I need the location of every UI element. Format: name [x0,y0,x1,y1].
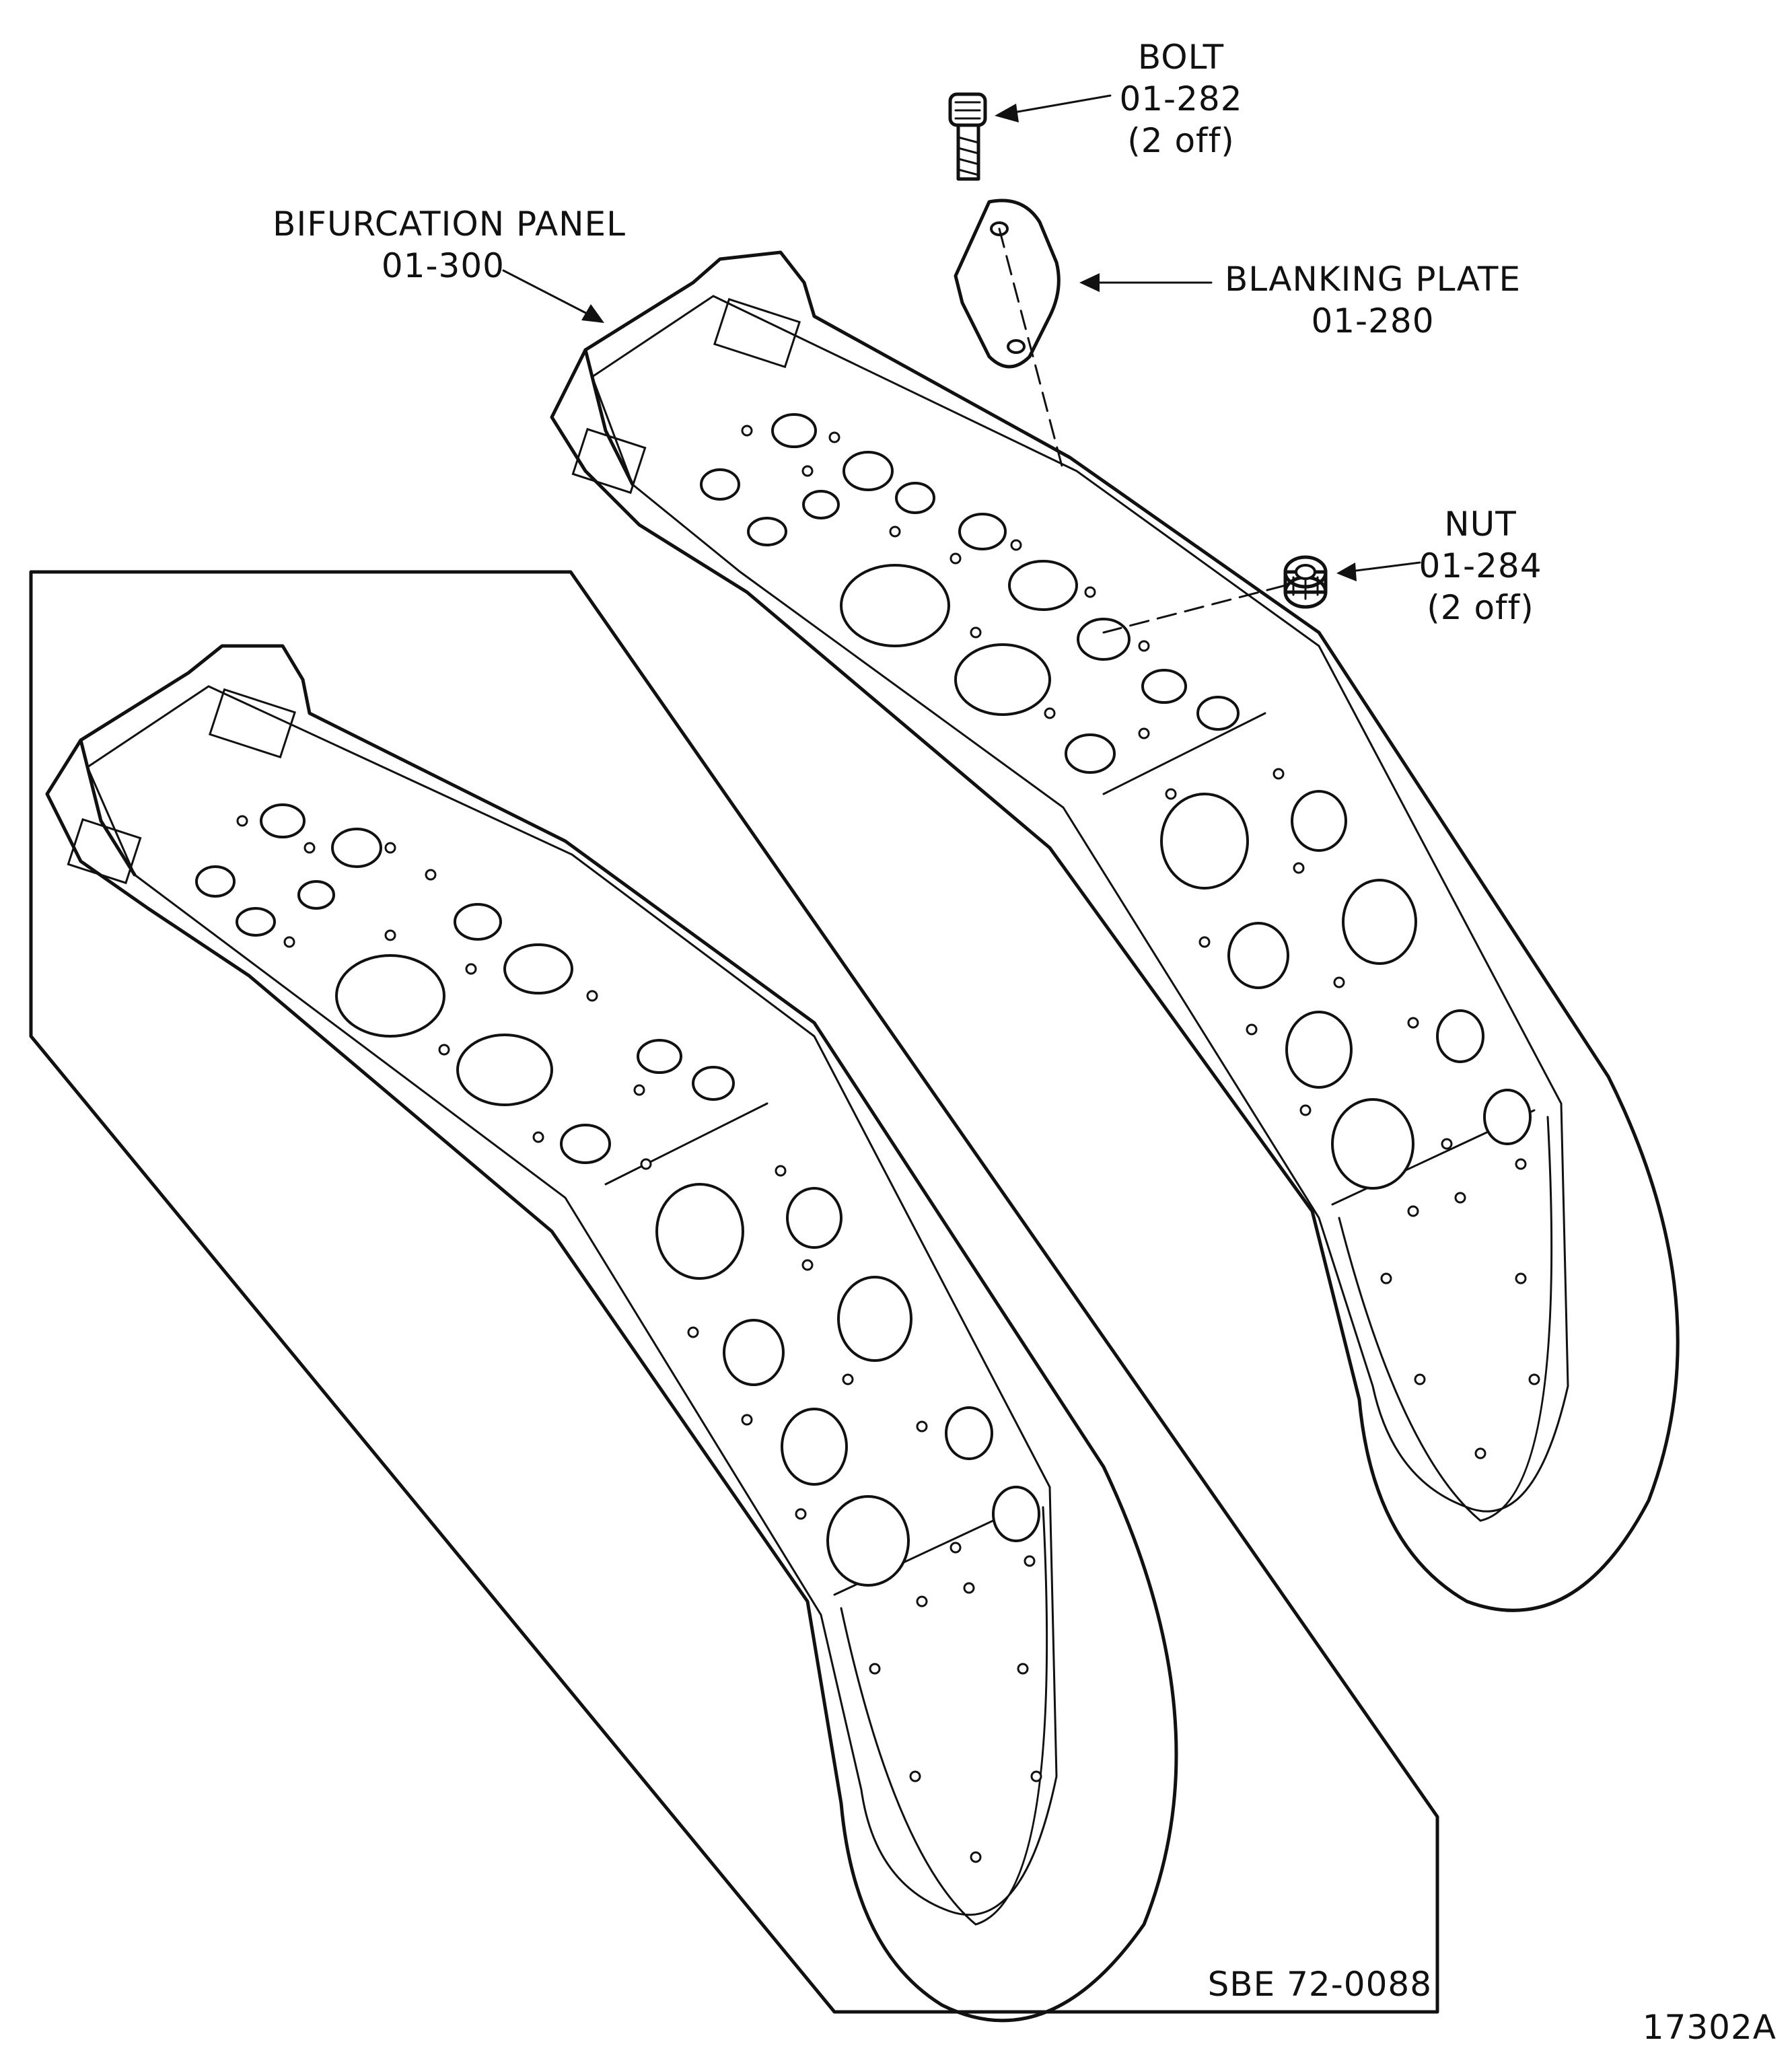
blanking-plate-label: BLANKING PLATE [1224,260,1521,299]
nut-quantity: (2 off) [1427,588,1534,627]
nut-icon [1102,555,1328,634]
bolt-part-number: 01-282 [1119,79,1243,118]
nut-part-number: 01-284 [1419,546,1542,585]
service-bulletin-reference: SBE 72-0088 [1207,1965,1432,2004]
blanking-plate-icon [954,198,1065,472]
nut-callout: NUT 01-284 (2 off) [1406,503,1554,628]
upper-panel-rivets [741,425,1540,1459]
bifurcation-panel-callout: BIFURCATION PANEL 01-300 [229,203,626,287]
nut-label: NUT [1444,505,1517,544]
bolt-icon [948,92,987,181]
blanking-plate-part-number: 01-280 [1311,301,1435,340]
lower-panel-rivets [236,815,1042,1863]
bifurcation-panel-lower [45,644,1178,2023]
leader-arrows [502,94,1421,581]
bolt-quantity: (2 off) [1127,121,1235,160]
blanking-plate-callout: BLANKING PLATE 01-280 [1211,258,1534,342]
bolt-label: BOLT [1137,38,1225,77]
bolt-callout: BOLT 01-282 (2 off) [1114,36,1248,161]
bifurcation-panel-label: BIFURCATION PANEL [273,205,626,244]
inset-boundary-frame [29,570,1439,2014]
bifurcation-panel-part-number: 01-300 [381,246,505,285]
bifurcation-panel-upper [550,250,1680,1612]
figure-id: 17302A [1642,2008,1777,2047]
